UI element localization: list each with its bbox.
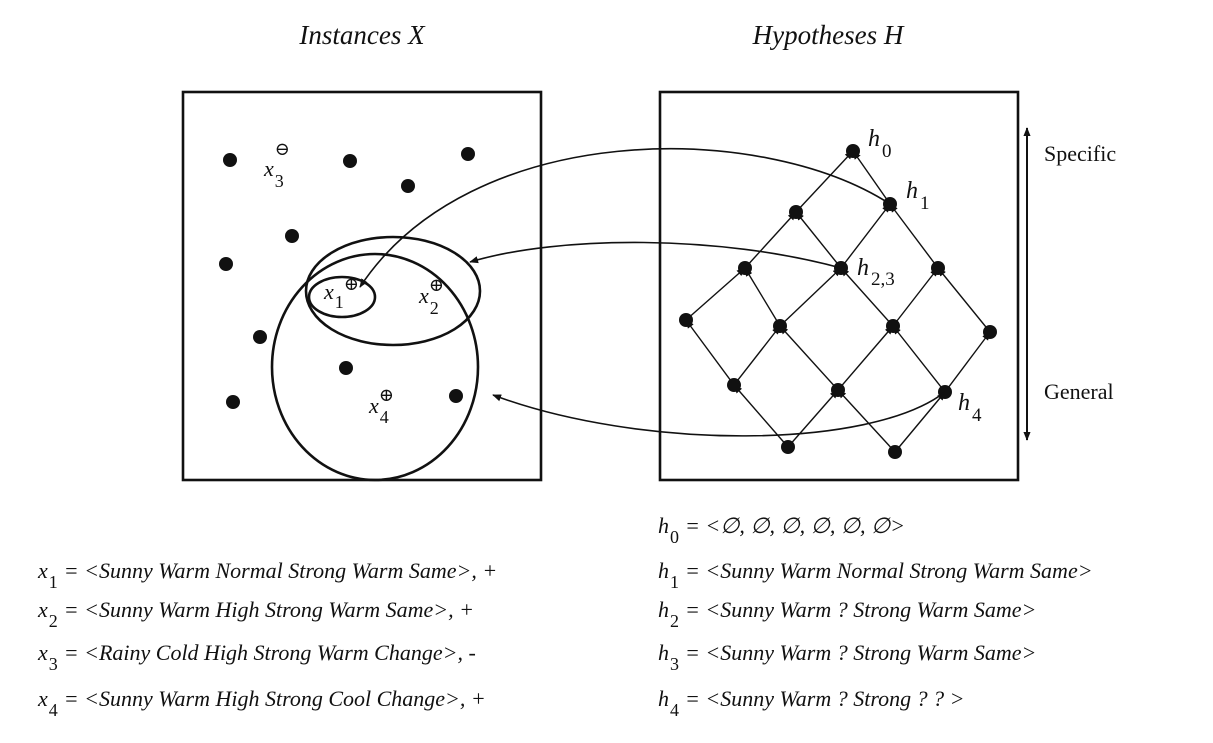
hypothesis-node <box>773 319 787 333</box>
instance-point <box>339 361 353 375</box>
x2-label: x2⊕ <box>418 275 444 318</box>
hypothesis-node <box>727 378 741 392</box>
instance-point <box>253 330 267 344</box>
general-label: General <box>1044 379 1114 404</box>
h23-region <box>304 235 482 347</box>
hypothesis-def: h2= <Sunny Warm ? Strong Warm Same> <box>658 597 1036 631</box>
h1-region <box>307 275 377 319</box>
hypothesis-node <box>831 383 845 397</box>
specific-label: Specific <box>1044 141 1116 166</box>
instance-def: x1= <Sunny Warm Normal Strong Warm Same>… <box>37 558 497 592</box>
h4-to-region-arrow <box>492 391 946 437</box>
instance-definitions: x1= <Sunny Warm Normal Strong Warm Same>… <box>37 558 497 720</box>
hypothesis-def: h4= <Sunny Warm ? Strong ? ? > <box>658 686 964 720</box>
hypothesis-node <box>789 205 803 219</box>
hypothesis-lattice-nodes <box>679 144 997 459</box>
instance-dots <box>219 147 475 409</box>
instance-point <box>449 389 463 403</box>
instance-point <box>461 147 475 161</box>
hypothesis-node <box>886 319 900 333</box>
hypothesis-def: h0= <∅, ∅, ∅, ∅, ∅, ∅> <box>658 513 905 547</box>
hypothesis-node <box>738 261 752 275</box>
hypothesis-node-h0 <box>846 144 860 158</box>
h4-region <box>270 252 480 482</box>
hypothesis-node <box>888 445 902 459</box>
hypothesis-def: h1= <Sunny Warm Normal Strong Warm Same> <box>658 558 1093 592</box>
hypothesis-node <box>931 261 945 275</box>
hypothesis-node <box>983 325 997 339</box>
hypothesis-def: h3= <Sunny Warm ? Strong Warm Same> <box>658 640 1036 674</box>
x4-label: x4⊕ <box>368 385 394 427</box>
h1-to-x1-arrow <box>359 147 891 288</box>
hypotheses-box <box>658 90 1020 482</box>
hypothesis-node <box>781 440 795 454</box>
instance-def: x2= <Sunny Warm High Strong Warm Same>, … <box>37 597 474 631</box>
instances-title: Instances X <box>298 20 426 50</box>
instance-def: x4= <Sunny Warm High Strong Cool Change>… <box>37 686 486 720</box>
x3-label: x3⊖ <box>263 139 290 191</box>
instance-point <box>226 395 240 409</box>
instance-point <box>401 179 415 193</box>
instance-point <box>219 257 233 271</box>
h23-to-region-arrow <box>469 241 842 269</box>
x1-label: x1⊕ <box>323 274 359 312</box>
instance-point <box>343 154 357 168</box>
hypothesis-definitions: h0= <∅, ∅, ∅, ∅, ∅, ∅> h1= <Sunny Warm N… <box>658 513 1093 720</box>
hypothesis-lattice-edges <box>685 150 991 453</box>
instance-point <box>285 229 299 243</box>
instance-def: x3= <Rainy Cold High Strong Warm Change>… <box>37 640 476 674</box>
instances-box <box>181 90 543 482</box>
hypotheses-title: Hypotheses H <box>752 20 905 50</box>
hypothesis-node <box>679 313 693 327</box>
instance-point <box>223 153 237 167</box>
